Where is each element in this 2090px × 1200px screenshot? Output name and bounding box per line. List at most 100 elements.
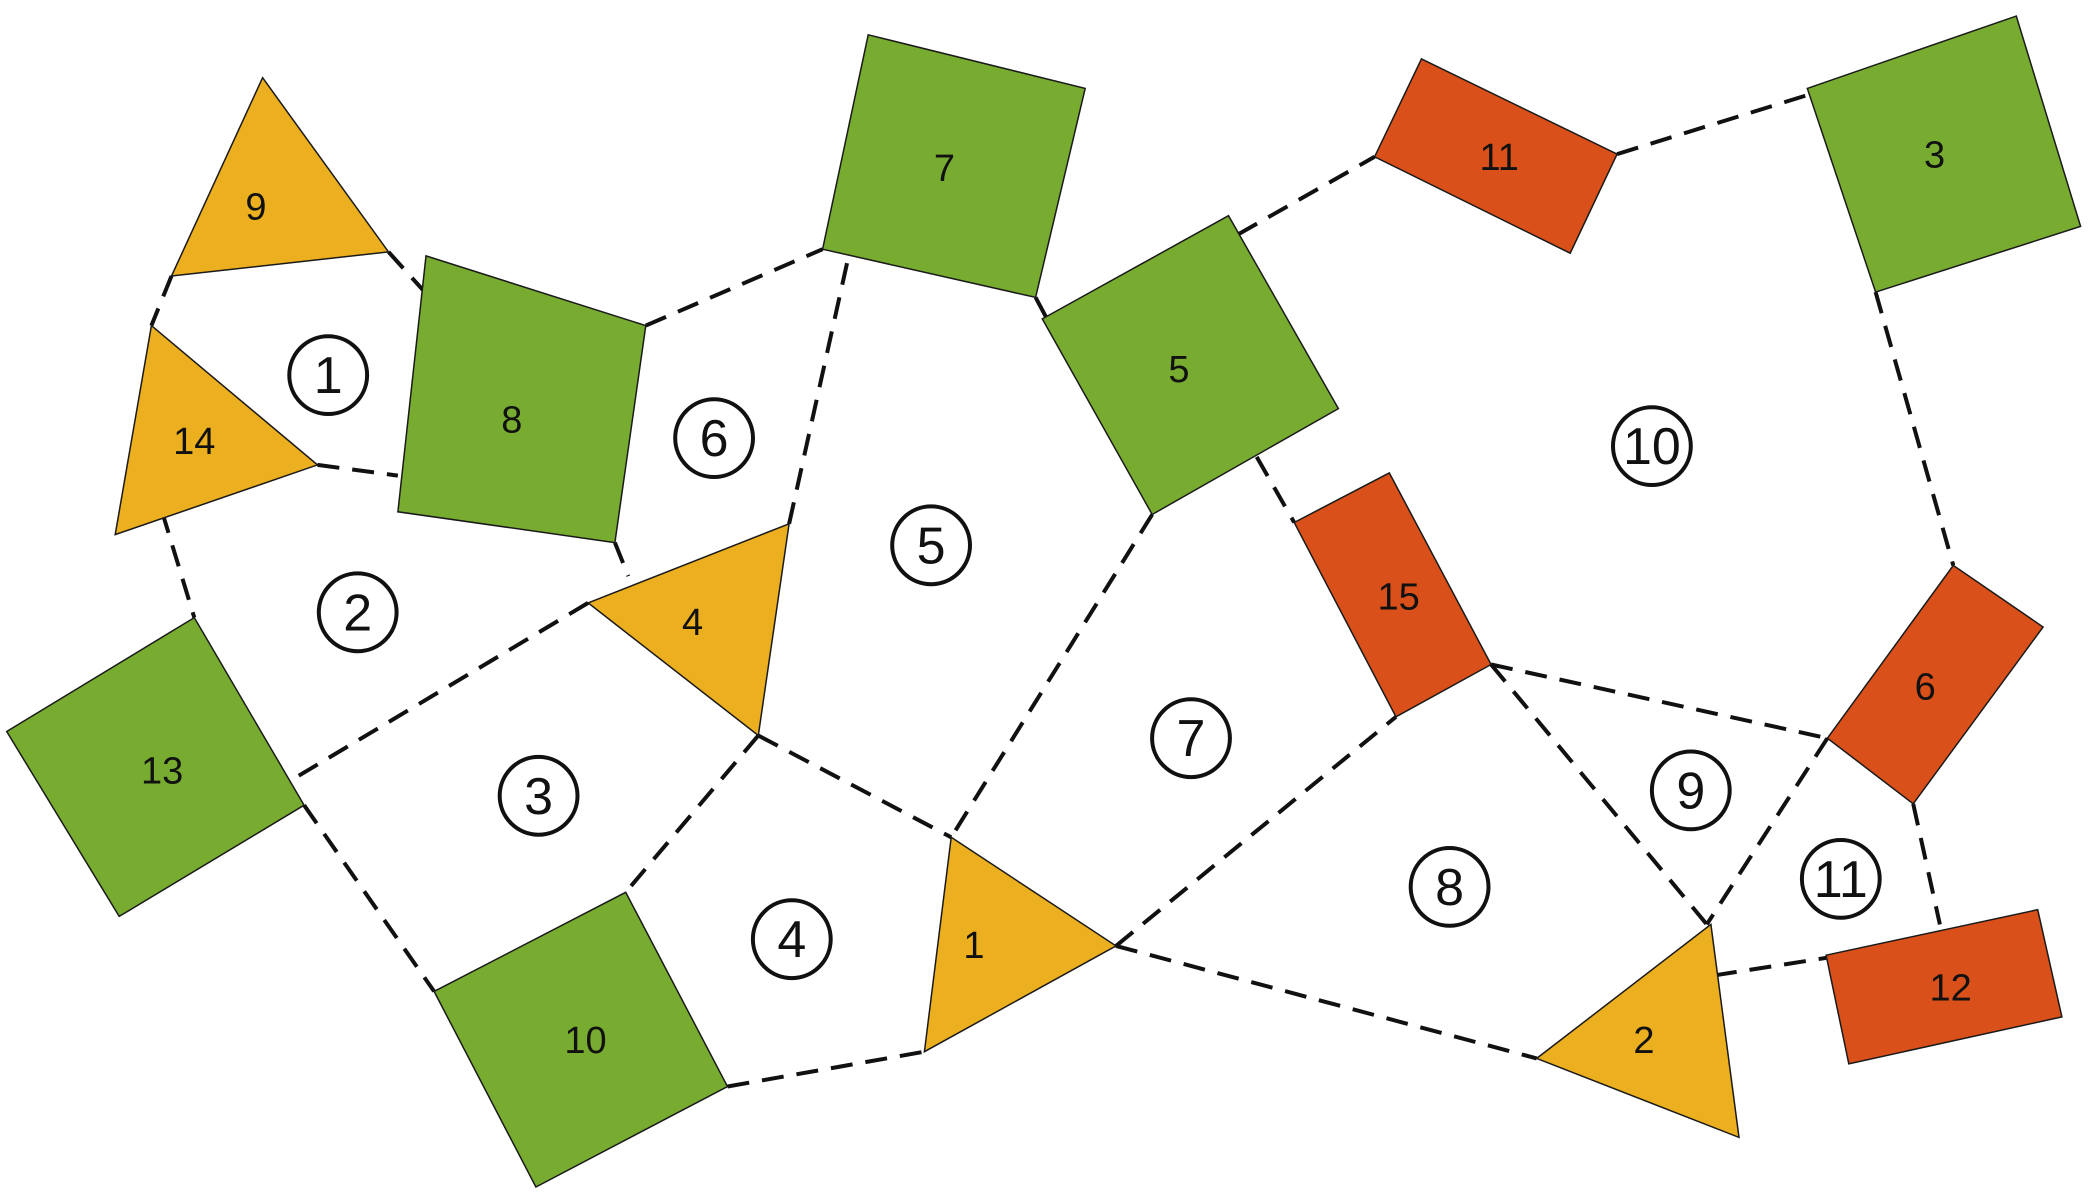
region-marker-2: 2 [316, 571, 399, 654]
shape-label: 3 [1924, 134, 1945, 176]
region-number: 3 [524, 768, 553, 826]
shape-label: 4 [682, 602, 703, 644]
triangle-shape [170, 76, 390, 277]
square-shape [821, 33, 1087, 299]
region-marker-3: 3 [497, 754, 580, 837]
region-marker-7: 7 [1150, 697, 1232, 780]
shape-label: 5 [1168, 349, 1189, 391]
shape-label: 14 [173, 421, 215, 463]
shape-label: 8 [501, 400, 522, 442]
region-marker-10: 10 [1611, 405, 1693, 488]
shape-label: 12 [1930, 968, 1972, 1010]
square-node-5[interactable]: 5 [1041, 214, 1340, 516]
region-circle [1649, 749, 1732, 832]
shape-label: 2 [1633, 1020, 1654, 1062]
rectangle-shape [1826, 564, 2045, 805]
dashed-link [624, 734, 760, 894]
dashed-link [1490, 662, 1828, 741]
dashed-link [727, 1049, 925, 1089]
region-circle [890, 504, 972, 587]
square-node-10[interactable]: 10 [433, 891, 729, 1189]
rectangle-node-6[interactable]: 6 [1826, 564, 2045, 805]
dashed-link [317, 462, 399, 478]
dashed-link [1115, 943, 1538, 1061]
rectangle-node-12[interactable]: 12 [1825, 908, 2063, 1065]
region-markers: 1 2 3 4 5 6 7 8 9 10 11 [287, 334, 1882, 981]
dashed-link [291, 601, 590, 782]
dashed-link [1705, 737, 1830, 926]
square-shape [1041, 214, 1340, 516]
square-shape [433, 891, 729, 1189]
square-node-8[interactable]: 8 [397, 254, 647, 544]
square-node-3[interactable]: 3 [1806, 15, 2082, 294]
dashed-link [757, 733, 953, 840]
region-marker-4: 4 [750, 898, 833, 981]
dashed-link [302, 804, 436, 993]
dashed-link [613, 541, 631, 577]
dashed-link [645, 247, 824, 328]
dashed-link [1911, 803, 1942, 925]
dashed-link [1114, 715, 1398, 948]
triangle-shape [586, 522, 791, 737]
region-number: 10 [1623, 418, 1681, 476]
region-number: 4 [777, 911, 806, 969]
rectangle-shape [1825, 908, 2063, 1065]
dashed-link [1873, 291, 1956, 566]
region-circle [497, 754, 580, 837]
region-marker-1: 1 [287, 334, 370, 417]
region-marker-5: 5 [890, 504, 972, 587]
region-number: 2 [343, 584, 372, 642]
square-shape [1806, 15, 2082, 294]
region-number: 11 [1814, 851, 1868, 909]
shape-label: 6 [1915, 666, 1936, 708]
triangle-node-14[interactable]: 14 [114, 324, 319, 536]
triangle-node-4[interactable]: 4 [586, 522, 791, 737]
dashed-link [787, 234, 856, 525]
square-node-7[interactable]: 7 [821, 33, 1087, 299]
region-marker-9: 9 [1649, 749, 1732, 832]
shape-label: 1 [963, 925, 984, 967]
rectangle-shape [1293, 471, 1493, 718]
dashed-link [1616, 93, 1808, 157]
shape-label: 11 [1479, 137, 1518, 179]
region-marker-8: 8 [1408, 846, 1491, 928]
region-circle [1611, 405, 1693, 488]
region-number: 5 [917, 517, 946, 575]
rectangle-node-15[interactable]: 15 [1293, 471, 1493, 718]
triangle-node-1[interactable]: 1 [923, 836, 1118, 1054]
square-node-13[interactable]: 13 [5, 616, 306, 918]
region-circle [750, 898, 833, 981]
shape-label: 7 [934, 148, 955, 190]
shape-label: 9 [245, 187, 266, 229]
dashed-link [1254, 455, 1296, 524]
triangle-shape [114, 324, 319, 536]
triangle-node-2[interactable]: 2 [1535, 923, 1740, 1139]
region-circle [1150, 697, 1232, 780]
rectangle-shape [1373, 57, 1619, 255]
dashed-link [949, 513, 1154, 839]
triangle-node-9[interactable]: 9 [170, 76, 390, 277]
region-circle [673, 397, 755, 480]
dashed-link [160, 511, 197, 619]
square-shape [5, 616, 306, 918]
region-number: 8 [1435, 859, 1464, 917]
region-number: 1 [314, 347, 343, 405]
region-circle [1408, 846, 1491, 928]
shape-label: 10 [564, 1020, 606, 1062]
region-circle [1799, 838, 1882, 920]
region-number: 7 [1177, 710, 1206, 768]
shape-label: 13 [141, 751, 183, 793]
rectangle-node-11[interactable]: 11 [1373, 57, 1619, 255]
region-circle [316, 571, 399, 654]
region-circle [287, 334, 370, 417]
dashed-link [1714, 955, 1827, 978]
dashed-links [149, 93, 1956, 1089]
region-number: 9 [1676, 762, 1705, 820]
triangle-shape [1535, 923, 1740, 1139]
dashed-link [149, 275, 174, 327]
region-marker-6: 6 [673, 397, 755, 480]
dashed-link [1489, 663, 1709, 926]
square-shape [397, 254, 647, 544]
